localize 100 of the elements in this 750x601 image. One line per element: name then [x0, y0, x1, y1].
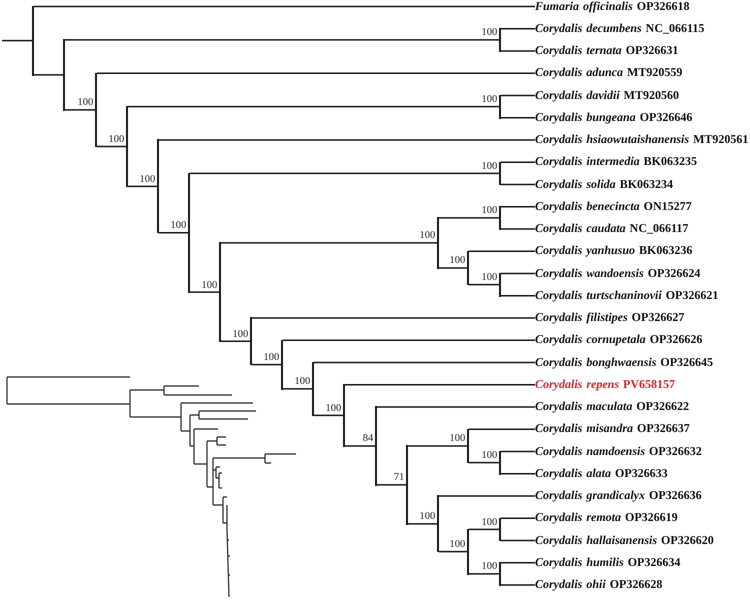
tree-branch [34, 6, 535, 8]
bootstrap-value: 100 [420, 511, 436, 522]
clade-junction-line [188, 172, 190, 293]
tree-branch [500, 184, 535, 186]
tree-branch [438, 217, 500, 219]
tree-branch [468, 528, 500, 530]
taxon-label: Corydalis ohii OP326628 [535, 577, 662, 592]
tree-branch [500, 272, 535, 274]
clade-junction-line [499, 518, 501, 542]
tree-branch [64, 109, 96, 111]
tree-branch [220, 340, 250, 342]
clade-junction-line [219, 242, 221, 342]
taxon-label: Corydalis ternata OP326631 [535, 43, 678, 58]
clade-junction-line [312, 362, 314, 416]
clade-junction-line [126, 106, 128, 188]
tree-branch [314, 362, 535, 364]
bootstrap-value: 100 [482, 27, 498, 38]
tree-branch [128, 106, 500, 108]
bootstrap-value: 100 [450, 255, 466, 266]
tree-branch [158, 232, 188, 234]
bootstrap-value: 100 [420, 230, 436, 242]
clade-junction-line [437, 217, 439, 269]
tree-branch [500, 540, 535, 542]
bootstrap-value: 100 [450, 433, 466, 444]
taxon-label: Corydalis humilis OP326634 [535, 554, 680, 570]
tree-branch [500, 162, 535, 163]
tree-branch [34, 74, 64, 76]
taxon-label: Corydalis wandoensis OP326624 [535, 266, 700, 280]
clade-junction-line [250, 317, 252, 366]
clade-junction-line [467, 428, 469, 464]
tree-branch [468, 284, 500, 286]
clade-junction-line [499, 206, 501, 230]
tree-branch [282, 340, 535, 341]
taxon-label: Corydalis adunca MT920559 [535, 65, 682, 80]
tree-branch [500, 518, 535, 519]
tree-branch [96, 146, 126, 148]
tree-branch [438, 550, 468, 552]
taxon-label: Corydalis remota OP326619 [535, 510, 678, 526]
clade-junction-line [499, 272, 501, 296]
bootstrap-value: 100 [170, 220, 186, 232]
tree-branch [408, 523, 438, 525]
tree-branch [500, 50, 535, 52]
bootstrap-value: 100 [264, 352, 280, 364]
taxon-label: Corydalis solida BK063234 [535, 176, 674, 192]
clade-junction-line [467, 250, 469, 286]
tree-branch [376, 484, 406, 486]
taxon-label: Corydalis bungeana OP326646 [535, 110, 692, 125]
clade-junction-line [406, 445, 408, 525]
tree-branch [128, 186, 158, 188]
clade-junction-line [499, 450, 501, 474]
tree-branch [190, 291, 220, 293]
taxon-label: Corydalis bonghwaensis OP326645 [535, 354, 714, 370]
taxon-label: Corydalis maculata OP326622 [535, 399, 690, 414]
tree-branch [190, 172, 500, 174]
bootstrap-value: 100 [140, 174, 156, 185]
clade-junction-line [343, 384, 345, 447]
tree-branch [500, 206, 535, 208]
tree-branch [344, 384, 535, 386]
bootstrap-value: 100 [294, 376, 310, 388]
taxon-label: Corydalis filistipes OP326627 [535, 310, 684, 325]
tree-branch [500, 562, 535, 564]
bootstrap-value: 100 [482, 94, 498, 106]
tree-branch [438, 267, 468, 269]
taxon-label: Corydalis cornupetala OP326626 [535, 332, 702, 348]
tree-branch [376, 406, 535, 408]
bootstrap-value: 100 [482, 272, 498, 284]
taxon-label: Corydalis misandra OP326637 [535, 421, 690, 436]
tree-branch [468, 250, 535, 252]
clade-junction-line [437, 495, 439, 552]
tree-branch [500, 28, 535, 30]
tree-branch [158, 139, 535, 141]
taxon-label: Corydalis yanhusuo BK063236 [535, 243, 692, 258]
bootstrap-value: 100 [202, 280, 218, 291]
bootstrap-value: 100 [78, 97, 94, 108]
taxon-label: Corydalis intermedia BK063235 [535, 154, 698, 170]
clade-junction-line [32, 6, 34, 76]
bootstrap-value: 100 [108, 134, 124, 145]
tree-branch [468, 462, 500, 464]
tree-branch [500, 228, 535, 230]
taxon-label: Corydalis hallaisanensis OP326620 [535, 532, 714, 548]
taxon-label: Corydalis hsiaowutaishanensis MT920561 [535, 132, 748, 147]
bootstrap-value: 100 [482, 160, 498, 172]
tree-branch [500, 450, 535, 452]
tree-branch [468, 573, 500, 575]
taxon-label: Corydalis grandicalyx OP326636 [535, 488, 702, 503]
tree-branch [344, 445, 376, 447]
clade-junction-line [499, 94, 501, 118]
clade-junction-line [375, 406, 377, 486]
bootstrap-value: 100 [450, 539, 466, 550]
taxon-label: Fumaria officinalis OP326618 [535, 0, 690, 14]
taxon-label: Corydalis namdoensis OP326632 [535, 444, 702, 458]
clade-junction-line [467, 528, 469, 575]
tree-branch [282, 388, 312, 390]
tree-branch [64, 39, 500, 41]
taxon-label: Corydalis benecincta ON15277 [535, 198, 692, 214]
tree-branch [96, 72, 535, 74]
bootstrap-value: 100 [482, 561, 498, 572]
taxon-label: Corydalis caudata NC_066117 [535, 221, 688, 236]
clade-junction-line [63, 39, 65, 111]
taxon-label: Corydalis repens PV658157 [535, 376, 676, 392]
